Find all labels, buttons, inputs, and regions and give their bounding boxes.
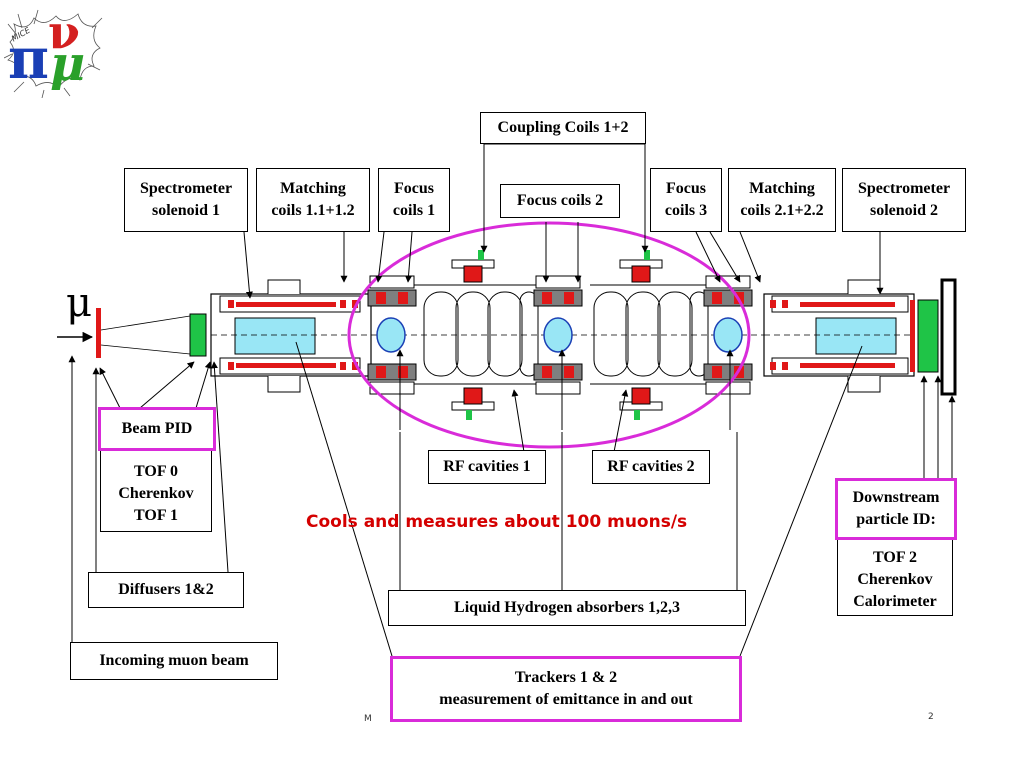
rf-cavity-cells-1 (410, 284, 540, 385)
logo-nu: ν (48, 5, 80, 59)
cherenkov-downstream (917, 299, 939, 373)
tof0-bar (96, 308, 101, 358)
label-downstream-list: TOF 2 Cherenkov Calorimeter (837, 530, 953, 616)
label-matching-1: Matching coils 1.1+1.2 (256, 168, 370, 232)
focus-coil-module-1 (367, 275, 417, 395)
label-focus-2: Focus coils 2 (500, 184, 620, 218)
calorimeter (940, 278, 957, 396)
label-rf-cavities-1: RF cavities 1 (428, 450, 546, 484)
leader-lines (68, 143, 956, 657)
tof2-bar (910, 300, 915, 372)
label-focus-1: Focus coils 1 (378, 168, 450, 232)
label-rf-cavities-2: RF cavities 2 (592, 450, 710, 484)
beam-cone (100, 315, 191, 355)
label-spectrometer-2: Spectrometer solenoid 2 (842, 168, 966, 232)
mice-logo: π ν μ MICE (4, 5, 103, 98)
caption: Cools and measures about 100 muons/s (306, 512, 688, 532)
cooling-channel (367, 250, 764, 420)
logo-pi: π (8, 26, 49, 92)
label-trackers: Trackers 1 & 2 measurement of emittance … (390, 656, 742, 722)
coupling-coil-1 (451, 250, 495, 420)
spectrometer-solenoid-1 (210, 279, 372, 393)
label-downstream-pid: Downstream particle ID: (835, 478, 957, 540)
label-coupling-coils: Coupling Coils 1+2 (480, 112, 646, 144)
label-spectrometer-1: Spectrometer solenoid 1 (124, 168, 248, 232)
footer-page-number: 2 (928, 712, 934, 722)
spectrometer-solenoid-2 (763, 279, 915, 393)
label-beam-pid-list: TOF 0 Cherenkov TOF 1 (100, 448, 212, 532)
muon-symbol: μ (66, 280, 92, 326)
cooling-section-highlight (347, 221, 751, 449)
label-incoming-beam: Incoming muon beam (70, 642, 278, 680)
footer-left: M (364, 714, 372, 724)
cherenkov-upstream (189, 313, 207, 357)
logo-splash (4, 9, 103, 98)
rf-cavity-cells-2 (590, 284, 710, 385)
label-diffusers: Diffusers 1&2 (88, 572, 244, 608)
label-matching-2: Matching coils 2.1+2.2 (728, 168, 836, 232)
coupling-coil-2 (619, 250, 663, 420)
label-lh2-absorbers: Liquid Hydrogen absorbers 1,2,3 (388, 590, 746, 626)
logo-mu: μ (50, 36, 85, 92)
label-focus-3: Focus coils 3 (650, 168, 722, 232)
focus-coil-module-2 (533, 275, 583, 395)
label-beam-pid: Beam PID (98, 407, 216, 451)
